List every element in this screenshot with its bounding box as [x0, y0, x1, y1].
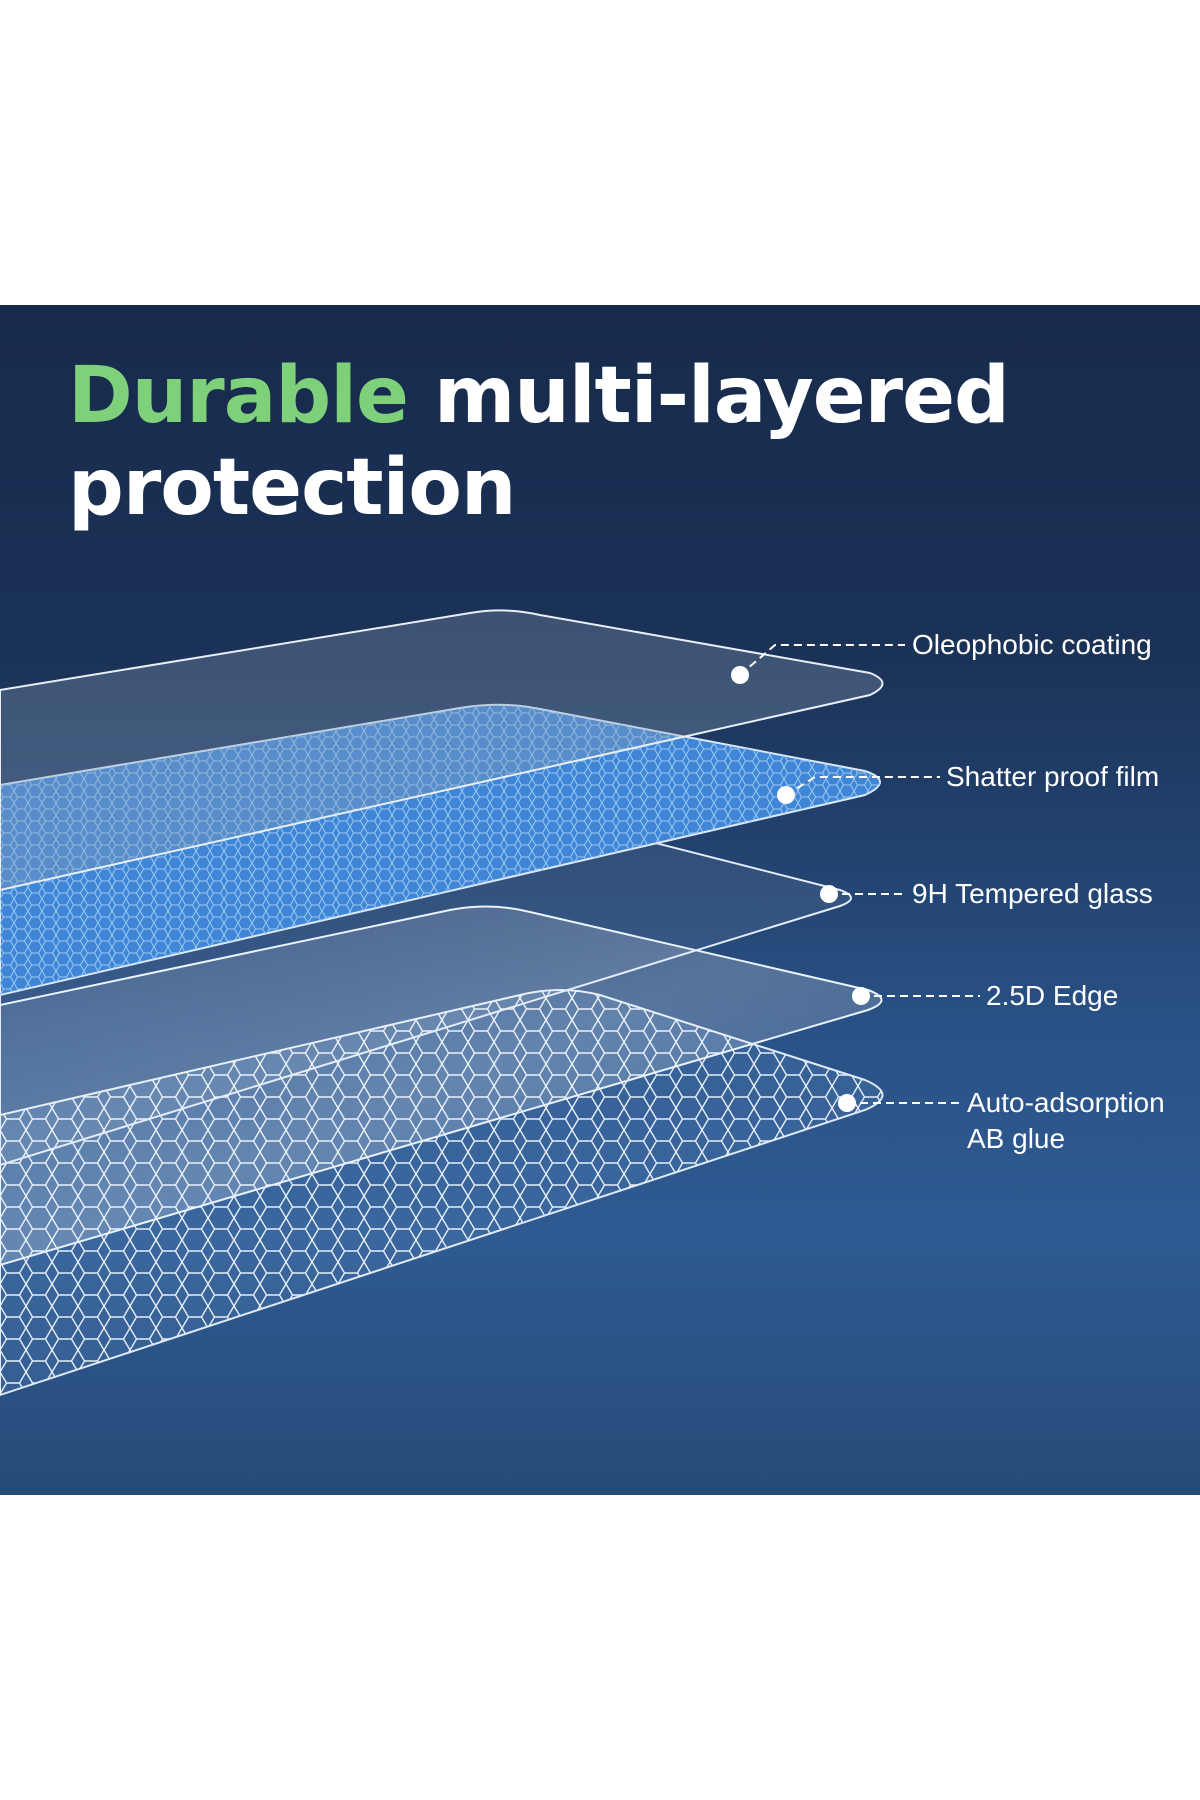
- headline-accent: Durable: [68, 351, 409, 441]
- layers-banner: Durable multi-layered protection Oleopho…: [0, 305, 1200, 1495]
- callout-glue: Auto-adsorption AB glue: [967, 1085, 1165, 1157]
- callout-shatter-proof: Shatter proof film: [946, 761, 1160, 792]
- leader-lines: [739, 644, 980, 1104]
- edge-layer-shape: [0, 905, 883, 1267]
- callout-glue-line1: Auto-adsorption: [967, 1087, 1165, 1118]
- layers-illustration: [0, 609, 980, 1397]
- headline: Durable multi-layered protection: [68, 350, 1118, 534]
- oleophobic-layer-shape: [0, 609, 884, 892]
- headline-rest: multi-layered protection: [68, 351, 1010, 533]
- callout-oleophobic: Oleophobic coating: [912, 629, 1152, 660]
- callout-glue-line2: AB glue: [967, 1123, 1066, 1154]
- callout-edge: 2.5D Edge: [986, 980, 1119, 1011]
- callout-tempered-glass: 9H Tempered glass: [912, 878, 1153, 909]
